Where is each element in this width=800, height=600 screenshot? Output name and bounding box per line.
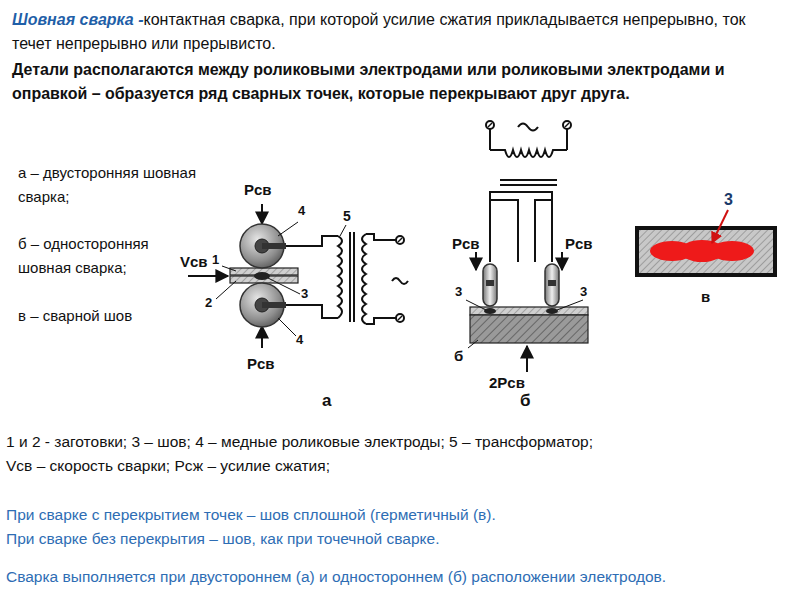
force-arrow [526,346,528,372]
legend-note: в – сварной шов [18,304,132,328]
legend-note: а – двусторонняя шовная сварка; [18,161,198,209]
transformer-core [353,232,355,322]
force-arrow [475,252,477,270]
secondary-lead [490,192,518,262]
double-sided-seam-welding [188,204,408,348]
description-text: Детали располагаются между роликовыми эл… [12,58,797,106]
note: Сварка выполняется при двустороннем (а) … [6,567,666,587]
terminal [396,314,404,322]
wire [366,318,396,324]
leader-line [216,281,236,299]
force-label: Pсв [244,180,272,200]
mandrel [470,315,588,343]
force-arrow [561,252,563,270]
transformer-core [500,179,557,181]
callout-number: 5 [343,207,351,225]
force-label: Pсв [247,354,275,374]
secondary-coil [338,236,342,318]
callout-number: 4 [298,203,305,220]
terminal-mark [565,123,569,127]
figure-letter: а [322,390,331,412]
terminal [486,121,494,129]
ac-symbol [392,278,408,284]
heading-paragraph: Шовная сварка -контактная сварка, при ко… [12,8,752,56]
roller-axle [262,302,286,308]
leader-line [278,222,298,236]
legend-note: Vсв – скорость сварки; Pсж – усилие сжат… [6,456,330,476]
legend-note: б – односторонняя шовная сварка; [18,232,203,280]
roller-electrode [483,264,497,306]
terminal-mark [398,238,402,242]
weld-seam [484,308,496,314]
legend-note: 1 и 2 - заготовки; 3 – шов; 4 – медные р… [6,432,593,452]
weld-section [637,228,775,275]
wire [286,305,338,318]
transformer-core [500,184,557,186]
force-label: 2Pсв [489,373,525,393]
figure-letter: б [520,390,531,412]
speed-arrow [188,275,228,277]
speed-label: Vсв [180,252,208,272]
primary-coil [362,234,366,324]
secondary-lead [489,200,491,262]
leader-line [468,340,478,348]
callout-number: 3 [580,284,587,301]
roller-axle [486,280,494,286]
weld-seam [254,272,270,280]
transformer-core [349,232,351,322]
roller-electrode [545,264,559,306]
terminal-mark [488,123,492,127]
force-arrow [261,326,263,348]
terminal-mark [398,316,402,320]
terminal [563,121,571,129]
ac-symbol [518,124,538,131]
primary-coil [490,150,567,157]
leader-line [278,318,296,336]
wire [366,234,396,240]
callout-number: 2 [205,295,212,312]
callout-letter: б [454,346,463,366]
secondary-lead [551,200,553,262]
title: Шовная сварка - [12,11,144,28]
callout-number: 3 [724,190,733,211]
roller-axle [262,243,286,249]
note: При сварке с перекрытием точек – шов спл… [6,505,496,525]
leader-line [466,300,486,310]
roller-axle [548,280,556,286]
wire [286,236,338,246]
force-arrow [261,204,263,224]
leader-line [340,225,346,236]
callout-number: 3 [455,284,462,301]
leader-arrow [712,210,728,243]
callout-number: 3 [301,286,308,303]
leader-line [557,300,583,310]
force-label: Pсв [565,234,593,254]
callout-number: 1 [212,252,219,269]
note: При сварке без перекрытия – шов, как при… [6,529,440,549]
weld-seam [546,308,558,314]
figure-letter: в [701,287,710,307]
secondary-lead [505,192,552,262]
force-label: Pсв [452,234,480,254]
weld-nugget [710,241,754,261]
weld-seam-section [637,210,775,275]
callout-number: 4 [296,332,303,349]
leader-line [222,266,236,271]
leader-line [268,278,300,294]
terminal [396,236,404,244]
workpiece [470,307,588,315]
